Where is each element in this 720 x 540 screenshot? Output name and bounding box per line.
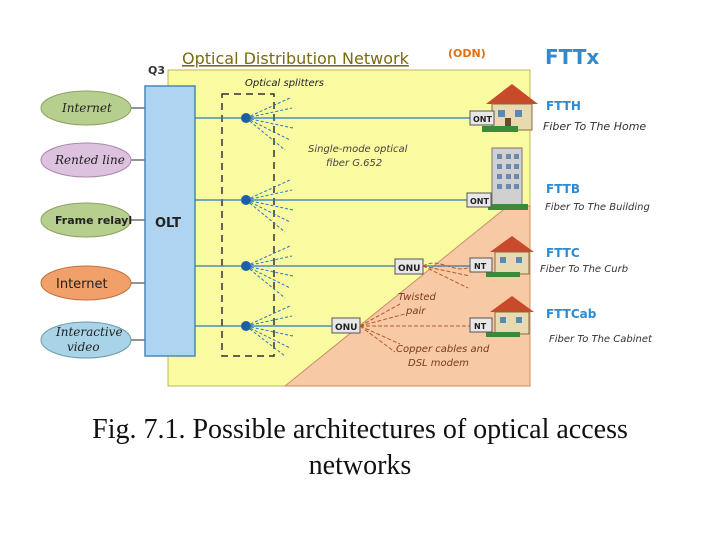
figure-caption: Fig. 7.1. Possible architectures of opti… [0, 412, 720, 484]
endpoint-code: FTTCab [546, 307, 597, 321]
service-label: Interactive [55, 325, 123, 339]
fttc-house-icon [486, 236, 534, 277]
fttx-architecture-diagram: Optical Distribution Network (ODN) FTTx … [40, 45, 653, 387]
service-frame-relay [40, 202, 132, 238]
q3-label: Q3 [148, 64, 165, 77]
copper-label: DSL modem [408, 358, 469, 369]
service-label: video [67, 340, 100, 354]
endpoint-code: FTTH [546, 99, 581, 113]
service-label: Frame relayl [55, 214, 132, 227]
copper-wiring [359, 262, 473, 353]
endpoint-code: FTTC [546, 246, 580, 260]
onu-label: ONU [335, 323, 358, 333]
caption-line: Fig. 7.1. Possible architectures of opti… [92, 414, 628, 445]
olt-label: OLT [155, 216, 181, 231]
ont-box [466, 192, 492, 208]
twisted-pair-label: pair [405, 306, 426, 317]
service-rented-line [40, 142, 132, 178]
splitter-box [221, 93, 275, 357]
ftth-house-icon [482, 84, 538, 132]
ont-label: ONT [470, 197, 489, 206]
nt-box [469, 317, 493, 333]
ont-label: ONT [473, 115, 492, 124]
caption-line: networks [308, 450, 412, 481]
service-label: Internet [61, 101, 112, 115]
fiber-label: Single-mode optical [308, 144, 408, 155]
endpoint-desc: Fiber To The Cabinet [549, 334, 653, 345]
service-interactive-video [40, 321, 132, 359]
splitter-nodes [241, 113, 251, 331]
fiber-lines [195, 117, 478, 327]
fttcab-house-icon [486, 296, 534, 337]
endpoint-desc: Fiber To The Curb [540, 264, 628, 275]
twisted-pair-label: Twisted [398, 292, 437, 303]
nt-box [469, 257, 493, 273]
nt-label: NT [474, 322, 487, 331]
endpoint-code: FTTB [546, 182, 580, 196]
olt-box [144, 85, 196, 357]
service-label: Rented line [54, 153, 125, 167]
nt-label: NT [474, 262, 487, 271]
endpoint-desc: Fiber To The Building [545, 202, 650, 213]
ont-box [469, 110, 495, 126]
odn-badge: (ODN) [448, 47, 486, 60]
splitter-fans [245, 97, 294, 357]
fttb-building-icon [488, 147, 528, 210]
service-list: Internet Rented line Frame relayl Intern… [40, 90, 132, 359]
service-internet [40, 90, 132, 126]
endpoint-desc: Fiber To The Home [543, 120, 646, 133]
odn-title: Optical Distribution Network [182, 49, 410, 68]
onu-label: ONU [398, 264, 421, 274]
splitters-label: Optical splitters [245, 78, 324, 89]
service-label: Internet [56, 277, 108, 292]
service-internet-2 [40, 265, 132, 301]
fiber-label: fiber G.652 [326, 158, 382, 169]
copper-label: Copper cables and [396, 344, 490, 355]
fttx-title: FTTx [545, 45, 599, 69]
